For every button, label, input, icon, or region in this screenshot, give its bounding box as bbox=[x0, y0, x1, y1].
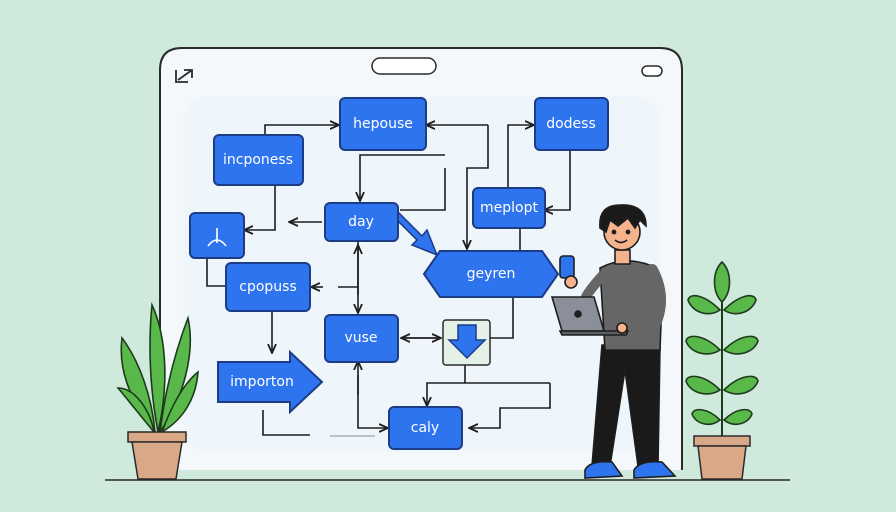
node-split[interactable] bbox=[189, 212, 245, 259]
back-arrow-icon[interactable] bbox=[175, 69, 193, 83]
node-download[interactable] bbox=[442, 319, 491, 366]
node-incponess[interactable]: incponess bbox=[213, 134, 304, 186]
address-bar[interactable] bbox=[371, 57, 437, 75]
node-day-label: day bbox=[348, 214, 374, 230]
laptop-icon bbox=[550, 296, 630, 336]
node-cpopuss-label: cpopuss bbox=[239, 279, 297, 295]
node-vuse[interactable]: vuse bbox=[324, 314, 399, 363]
node-dodess[interactable]: dodess bbox=[534, 97, 609, 151]
node-geyren-label: geyren bbox=[467, 266, 516, 282]
person-with-laptop bbox=[550, 204, 677, 479]
node-hepouse-label: hepouse bbox=[353, 116, 413, 132]
right-plant bbox=[685, 260, 759, 480]
node-meplopt-label: meplopt bbox=[480, 200, 538, 216]
node-meplopt[interactable]: meplopt bbox=[472, 187, 546, 229]
node-incponess-label: incponess bbox=[223, 152, 293, 168]
phone-icon bbox=[559, 255, 575, 279]
node-caly-label: caly bbox=[411, 420, 439, 436]
node-importon[interactable]: importon bbox=[217, 349, 324, 415]
split-icon bbox=[207, 228, 227, 247]
node-importon-label: importon bbox=[230, 374, 294, 390]
node-dodess-label: dodess bbox=[546, 116, 596, 132]
node-vuse-label: vuse bbox=[344, 330, 377, 346]
node-day[interactable]: day bbox=[324, 202, 399, 242]
connectors bbox=[206, 125, 571, 437]
node-geyren[interactable]: geyren bbox=[422, 250, 560, 298]
window-control[interactable] bbox=[641, 65, 663, 77]
node-cpopuss[interactable]: cpopuss bbox=[225, 262, 311, 312]
node-hepouse[interactable]: hepouse bbox=[339, 97, 427, 151]
down-arrow-icon bbox=[447, 324, 487, 360]
node-caly[interactable]: caly bbox=[388, 406, 463, 450]
left-plant bbox=[116, 301, 199, 480]
